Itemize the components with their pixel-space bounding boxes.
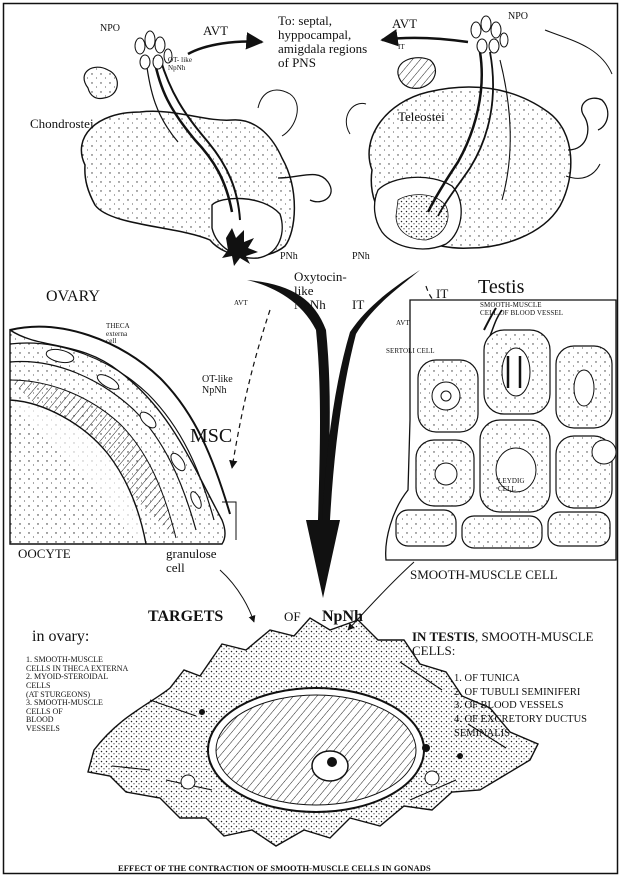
targets-label: TARGETS xyxy=(148,608,223,625)
ovary-target-item: 3. SMOOTH-MUSCLE CELLS OF BLOOD VESSELS xyxy=(26,699,186,734)
of-label: OF xyxy=(284,610,301,624)
it-label-top: IT xyxy=(398,44,405,52)
projection-regions-label: To: septal, hyppocampal, amigdala region… xyxy=(278,14,367,70)
smooth-muscle-cell-label: SMOOTH-MUSCLE CELL xyxy=(410,568,558,582)
in-testis-heading: IN TESTIS, SMOOTH-MUSCLE CELLS: xyxy=(412,630,616,658)
npo-label-left: NPO xyxy=(100,24,120,35)
avt-label-left: AVT xyxy=(203,24,228,38)
ot-like-label-top: OT- like NpNh xyxy=(168,57,192,72)
footer-caption: EFFECT OF THE CONTRACTION OF SMOOTH-MUSC… xyxy=(118,864,431,873)
in-testis-bold: IN TESTIS xyxy=(412,629,475,644)
ovary-target-item: 2. MYOID-STEROIDAL CELLS (AT STURGEONS) xyxy=(26,673,186,699)
ovary-target-item: 1. SMOOTH-MUSCLE CELLS IN THECA EXTERNA xyxy=(26,656,186,673)
npo-label-right: NPO xyxy=(508,12,528,23)
merged-arrowhead xyxy=(306,520,340,598)
theca-externa-label: THECA externa cell xyxy=(106,323,130,346)
vessel-smooth-muscle-label: SMOOTH-MUSCLE CELL OF BLOOD VESSEL xyxy=(480,302,563,317)
testis-target-item: 3. OF BLOOD VESSELS xyxy=(454,699,614,713)
testis-target-item: 1. OF TUNICA xyxy=(454,672,614,686)
npnh-label: NpNh xyxy=(322,608,363,625)
avt-ovary-dashed xyxy=(232,310,270,468)
pnh-label-right: PNh xyxy=(352,252,370,263)
avt-arrow-right xyxy=(382,38,468,42)
leydig-cell-label: LEYDIG CELL xyxy=(498,478,525,493)
avt-label-right: AVT xyxy=(392,17,417,31)
chondrostei-label: Chondrostei xyxy=(30,117,94,131)
ot-pathway-arrow xyxy=(247,280,330,520)
oocyte-label: OOCYTE xyxy=(18,547,71,561)
testis-target-item: 4. OF EXCRETORY DUCTUS SEMINALIS xyxy=(454,713,614,740)
granulose-cell-label: granulose cell xyxy=(166,547,217,575)
sertoli-cell-label: SERTOLI CELL xyxy=(386,348,435,356)
in-ovary-heading: in ovary: xyxy=(32,628,89,645)
testis-section xyxy=(386,300,616,560)
msc-label: MSC xyxy=(190,426,232,448)
ovary-heading: OVARY xyxy=(46,288,100,305)
pnh-label-left: PNh xyxy=(280,252,298,263)
avt-label-ovary: AVT xyxy=(234,300,248,308)
avt-label-testis: AVT xyxy=(396,320,410,328)
teleostei-brain xyxy=(346,16,612,249)
oxytocin-like-label: Oxytocin- like NpNh xyxy=(294,270,347,312)
ot-like-label-mid: OT-like NpNh xyxy=(202,375,233,397)
it-label-right: IT xyxy=(436,287,448,301)
testis-heading: Testis xyxy=(478,277,524,299)
avt-arrow-left xyxy=(188,42,262,55)
it-label-center: IT xyxy=(352,298,364,312)
teleostei-label: Teleostei xyxy=(398,110,445,124)
testis-target-item: 2. OF TUBULI SEMINIFERI xyxy=(454,686,614,700)
